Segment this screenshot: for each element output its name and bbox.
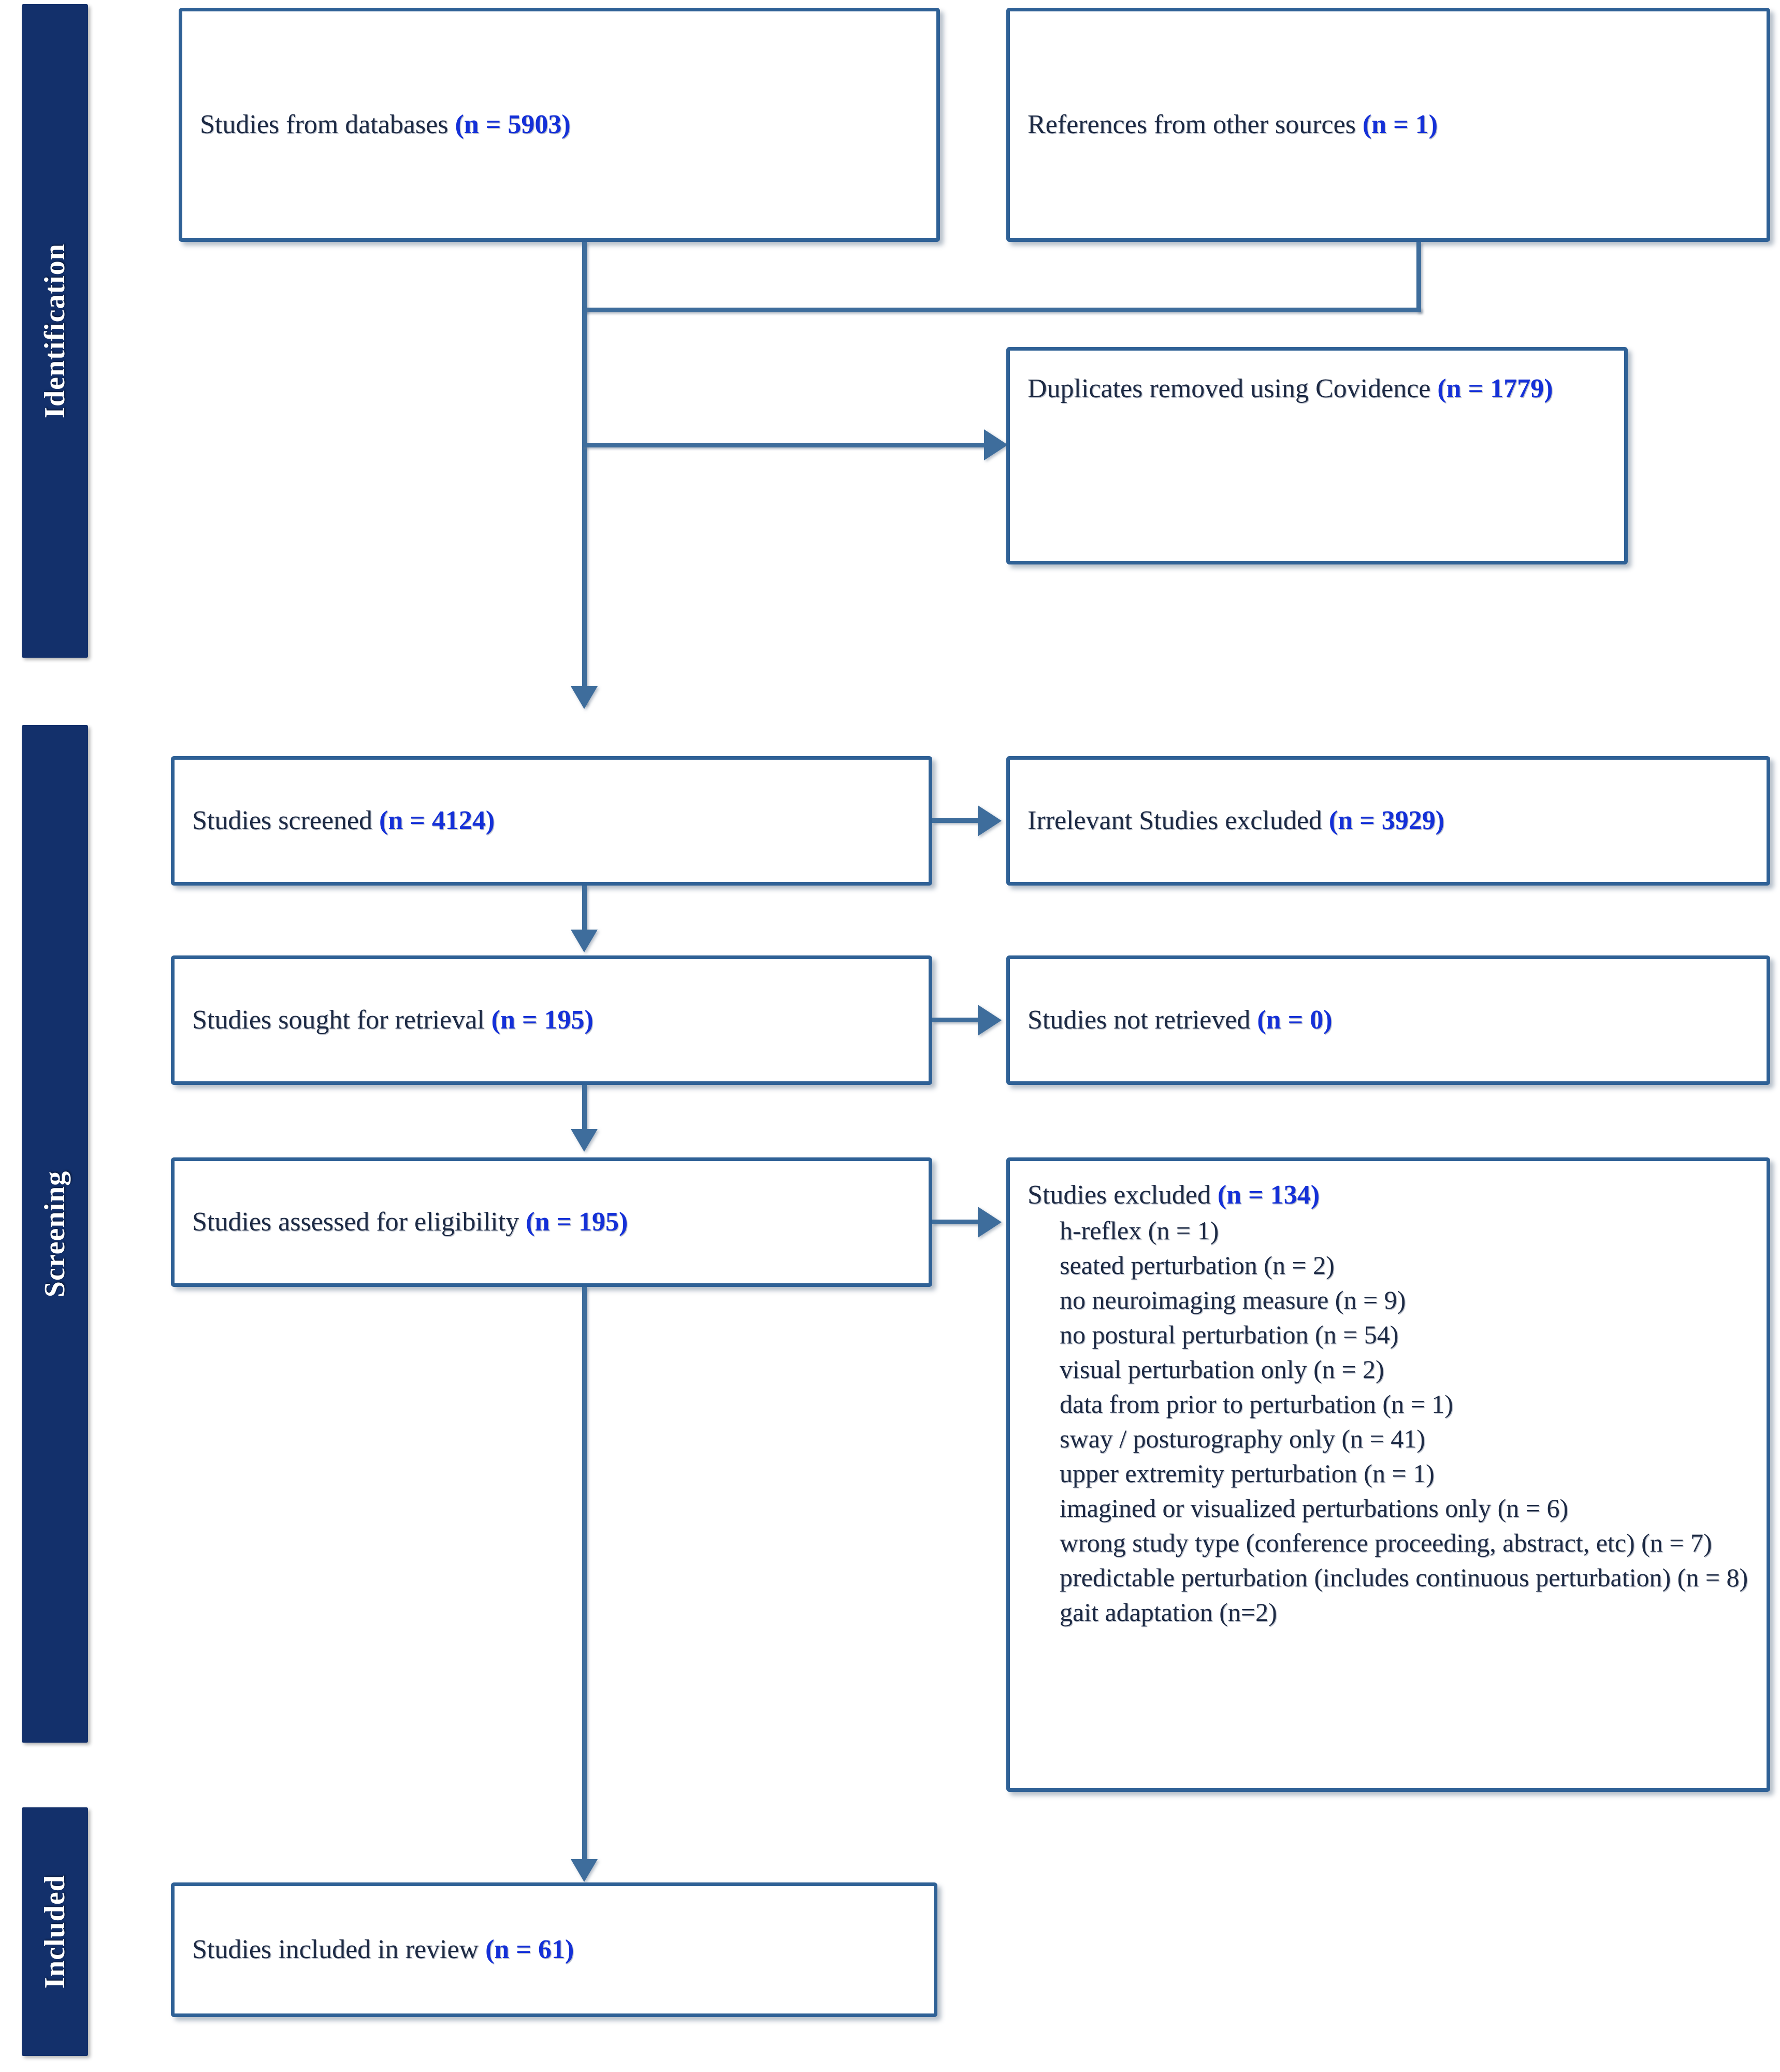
box-studies-excluded-count: (n = 134) [1217, 1180, 1320, 1210]
connector-other-sources-down [1416, 242, 1421, 312]
connector-sought-down [582, 1085, 587, 1137]
connector-assessed-down-long [582, 1287, 587, 1867]
box-irrelevant-studies-excluded-count: (n = 3929) [1328, 806, 1445, 836]
arrow-down-to-screened [571, 686, 598, 709]
list-item: visual perturbation only (n = 2) [1060, 1354, 1384, 1384]
list-item: gait adaptation (n=2) [1060, 1597, 1277, 1627]
stage-label-included: Included [39, 1875, 71, 1989]
box-studies-not-retrieved: Studies not retrieved (n = 0) [1006, 955, 1770, 1085]
list-item: seated perturbation (n = 2) [1060, 1250, 1335, 1280]
connector-sought-to-not-retrieved [932, 1018, 984, 1022]
box-studies-included-review-count: (n = 61) [485, 1935, 574, 1965]
box-irrelevant-studies-excluded-label: Irrelevant Studies excluded [1028, 806, 1329, 836]
box-studies-included-review-text: Studies included in review (n = 61) [175, 1932, 591, 1967]
box-studies-screened: Studies screened (n = 4124) [171, 756, 932, 886]
box-studies-included-review-label: Studies included in review [192, 1935, 486, 1965]
box-studies-screened-count: (n = 4124) [379, 806, 495, 836]
connector-databases-down [582, 242, 587, 312]
arrow-to-not-retrieved [978, 1005, 1002, 1036]
box-references-other-sources-label: References from other sources [1028, 110, 1363, 140]
box-studies-from-databases: Studies from databases (n = 5903) [179, 8, 940, 242]
box-studies-sought-retrieval-label: Studies sought for retrieval [192, 1005, 491, 1035]
box-irrelevant-studies-excluded: Irrelevant Studies excluded (n = 3929) [1006, 756, 1770, 886]
box-studies-screened-label: Studies screened [192, 806, 380, 836]
arrow-to-duplicates [984, 429, 1008, 460]
list-item: no neuroimaging measure (n = 9) [1060, 1285, 1406, 1314]
box-studies-included-review: Studies included in review (n = 61) [171, 1882, 937, 2017]
list-item: data from prior to perturbation (n = 1) [1060, 1389, 1453, 1418]
arrow-down-to-assessed-eligibility [571, 1129, 598, 1152]
list-item: no postural perturbation (n = 54) [1060, 1320, 1399, 1349]
arrow-to-irrelevant-excluded [978, 805, 1002, 836]
box-duplicates-removed: Duplicates removed using Covidence (n = … [1006, 347, 1628, 564]
box-irrelevant-studies-excluded-text: Irrelevant Studies excluded (n = 3929) [1010, 803, 1462, 838]
box-duplicates-removed-count: (n = 1779) [1437, 374, 1553, 403]
list-item: upper extremity perturbation (n = 1) [1060, 1458, 1435, 1488]
box-studies-excluded-content: Studies excluded (n = 134) h-reflex (n =… [1010, 1161, 1767, 1629]
box-studies-assessed-eligibility-text: Studies assessed for eligibility (n = 19… [175, 1205, 645, 1240]
arrow-down-to-sought-retrieval [571, 930, 598, 952]
arrow-down-to-included-review [571, 1859, 598, 1882]
box-studies-not-retrieved-count: (n = 0) [1257, 1005, 1333, 1035]
box-studies-screened-text: Studies screened (n = 4124) [175, 803, 512, 838]
stage-bar-identification: Identification [22, 4, 88, 658]
stage-label-identification: Identification [39, 243, 71, 418]
arrow-to-studies-excluded [978, 1207, 1002, 1238]
box-references-other-sources: References from other sources (n = 1) [1006, 8, 1770, 242]
box-duplicates-removed-text: Duplicates removed using Covidence (n = … [1010, 351, 1571, 407]
box-studies-excluded-title: Studies excluded (n = 134) [1028, 1178, 1749, 1213]
box-references-other-sources-text: References from other sources (n = 1) [1010, 107, 1455, 142]
box-studies-assessed-eligibility-label: Studies assessed for eligibility [192, 1207, 526, 1237]
box-references-other-sources-count: (n = 1) [1362, 110, 1438, 140]
box-duplicates-removed-label: Duplicates removed using Covidence [1028, 374, 1438, 403]
connector-screened-to-irrelevant [932, 818, 984, 823]
connector-assessed-to-excluded [932, 1220, 984, 1224]
list-item: h-reflex (n = 1) [1060, 1215, 1219, 1245]
box-studies-not-retrieved-label: Studies not retrieved [1028, 1005, 1257, 1035]
connector-to-duplicates [582, 443, 991, 447]
exclusion-reason-list: h-reflex (n = 1) seated perturbation (n … [1028, 1214, 1749, 1629]
box-studies-assessed-eligibility: Studies assessed for eligibility (n = 19… [171, 1157, 932, 1287]
box-studies-excluded: Studies excluded (n = 134) h-reflex (n =… [1006, 1157, 1770, 1792]
box-studies-not-retrieved-text: Studies not retrieved (n = 0) [1010, 1003, 1350, 1038]
box-studies-sought-retrieval: Studies sought for retrieval (n = 195) [171, 955, 932, 1085]
connector-trunk-vertical [582, 308, 587, 704]
box-studies-from-databases-count: (n = 5903) [455, 110, 571, 140]
box-studies-from-databases-text: Studies from databases (n = 5903) [182, 107, 588, 142]
box-studies-excluded-label: Studies excluded [1028, 1180, 1218, 1210]
stage-label-screening: Screening [39, 1170, 71, 1297]
list-item: imagined or visualized perturbations onl… [1060, 1493, 1569, 1523]
list-item: wrong study type (conference proceeding,… [1060, 1528, 1712, 1557]
connector-merge-horizontal [582, 308, 1421, 312]
box-studies-from-databases-label: Studies from databases [200, 110, 455, 140]
box-studies-sought-retrieval-text: Studies sought for retrieval (n = 195) [175, 1003, 611, 1038]
connector-screened-down [582, 886, 587, 937]
stage-bar-included: Included [22, 1807, 88, 2056]
list-item: predictable perturbation (includes conti… [1060, 1562, 1748, 1592]
list-item: sway / posturography only (n = 41) [1060, 1424, 1425, 1453]
stage-bar-screening: Screening [22, 725, 88, 1743]
box-studies-assessed-eligibility-count: (n = 195) [526, 1207, 628, 1237]
box-studies-sought-retrieval-count: (n = 195) [491, 1005, 594, 1035]
